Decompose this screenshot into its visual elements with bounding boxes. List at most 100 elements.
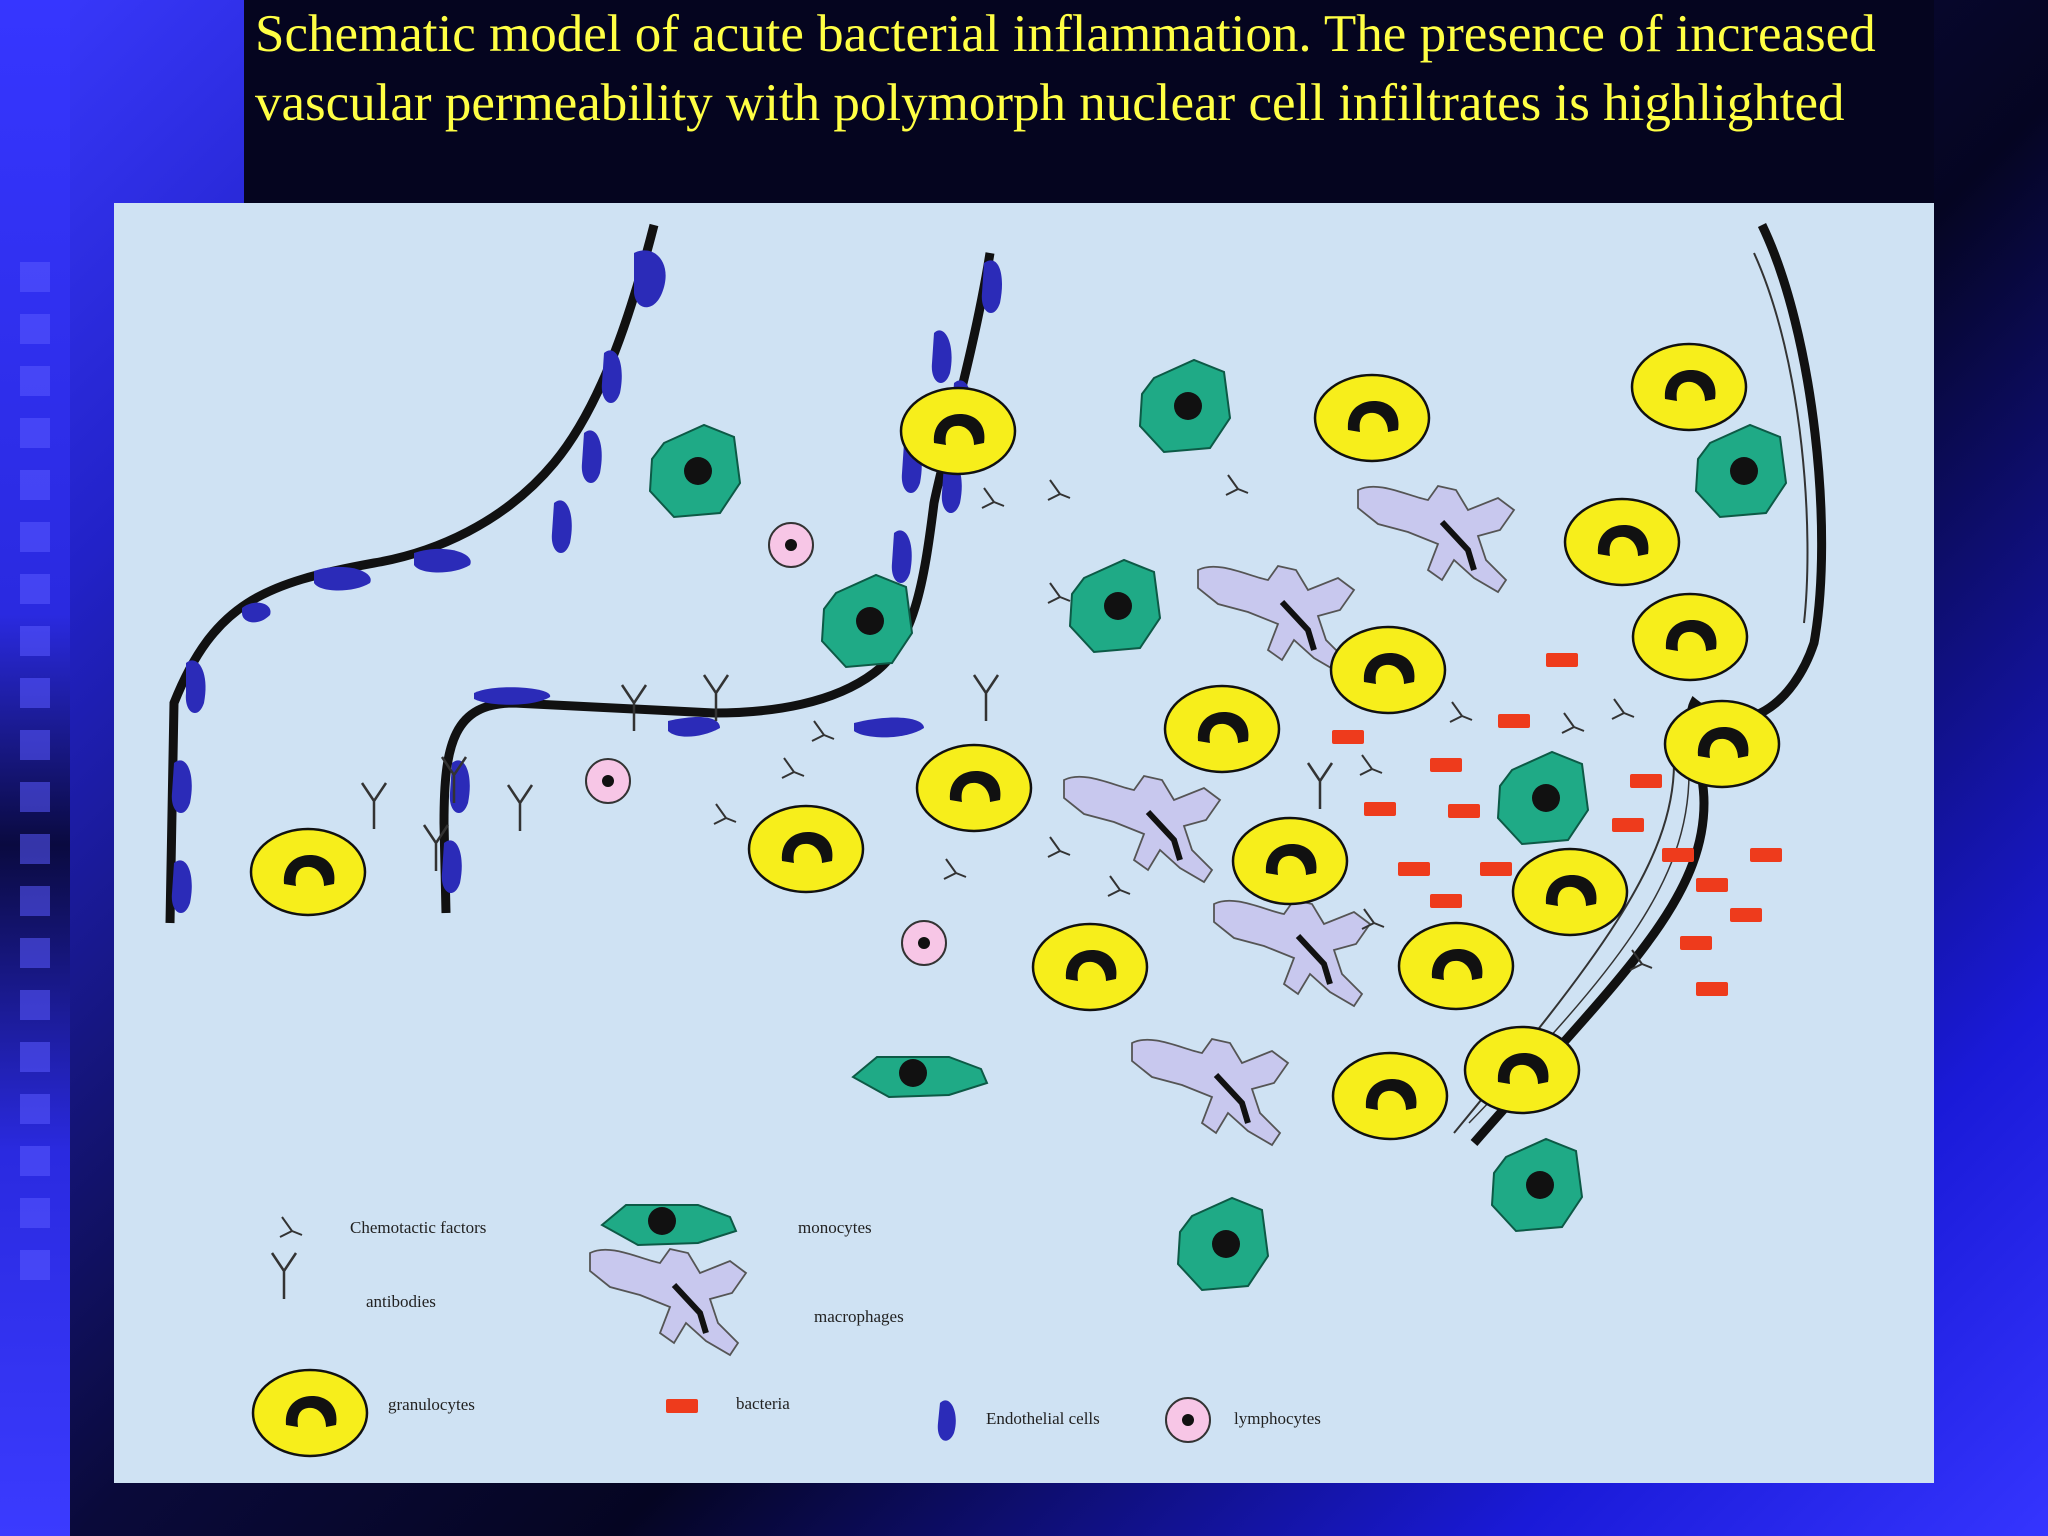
legend-monocytes-label: monocytes bbox=[798, 1218, 872, 1237]
legend-macrophage-icon bbox=[590, 1249, 746, 1355]
lymphocyte bbox=[901, 920, 947, 966]
legend-chemotactic-label: Chemotactic factors bbox=[350, 1218, 486, 1237]
granulocyte bbox=[1397, 921, 1515, 1011]
bacterium bbox=[1332, 730, 1364, 744]
decor-square bbox=[20, 574, 50, 604]
bacterium bbox=[1364, 802, 1396, 816]
decor-square bbox=[20, 366, 50, 396]
decor-square bbox=[20, 418, 50, 448]
lymphocyte bbox=[585, 758, 631, 804]
legend-bacteria-label: bacteria bbox=[736, 1394, 790, 1413]
bacterium bbox=[1696, 878, 1728, 892]
legend: Chemotactic factors antibodies granulocy… bbox=[251, 1204, 1321, 1458]
granulocyte bbox=[1031, 922, 1149, 1012]
decor-square bbox=[20, 730, 50, 760]
legend-antibody-icon bbox=[270, 1251, 298, 1301]
left-decorative-stripe bbox=[0, 0, 70, 1536]
chemotactic-factor bbox=[713, 803, 737, 825]
granulocyte bbox=[249, 827, 367, 917]
granulocyte bbox=[1630, 342, 1748, 432]
antibody bbox=[360, 781, 388, 831]
diagram-panel: Chemotactic factors antibodies granulocy… bbox=[114, 203, 1934, 1483]
monocyte bbox=[649, 424, 741, 518]
antibody bbox=[1306, 761, 1334, 811]
vessel-wall bbox=[439, 252, 995, 914]
chemotactic-factor bbox=[943, 858, 967, 880]
macrophage bbox=[1358, 486, 1514, 592]
bacterium bbox=[1398, 862, 1430, 876]
chemotactic-factor bbox=[1107, 875, 1131, 897]
decor-square bbox=[20, 1146, 50, 1176]
decor-square bbox=[20, 886, 50, 916]
decor-square bbox=[20, 1250, 50, 1280]
granulocyte bbox=[1329, 625, 1447, 715]
chemotactic-factor bbox=[1449, 701, 1473, 723]
slide-title: Schematic model of acute bacterial infla… bbox=[255, 5, 1876, 132]
monocyte bbox=[821, 574, 913, 668]
granulocyte bbox=[1313, 373, 1431, 463]
bacterium bbox=[1680, 936, 1712, 950]
granulocyte bbox=[915, 743, 1033, 833]
chemotactic-factor bbox=[1359, 754, 1383, 776]
macrophage bbox=[1132, 1039, 1288, 1145]
legend-chemotactic-icon bbox=[279, 1216, 303, 1238]
granulocyte bbox=[1231, 816, 1349, 906]
antibody bbox=[506, 783, 534, 833]
decor-square bbox=[20, 470, 50, 500]
monocyte bbox=[1139, 359, 1231, 453]
legend-granulocyte-icon bbox=[251, 1368, 369, 1458]
decor-square bbox=[20, 626, 50, 656]
vessel-inner-line bbox=[1753, 252, 1809, 624]
legend-granulocytes-label: granulocytes bbox=[388, 1395, 475, 1414]
bacterium bbox=[1430, 758, 1462, 772]
granulocyte bbox=[1511, 847, 1629, 937]
chemotactic-factor bbox=[811, 720, 835, 742]
decor-square bbox=[20, 262, 50, 292]
granulocyte bbox=[747, 804, 865, 894]
decor-square bbox=[20, 1198, 50, 1228]
legend-antibodies-label: antibodies bbox=[366, 1292, 436, 1311]
chemotactic-factor bbox=[1047, 836, 1071, 858]
bacterium bbox=[1750, 848, 1782, 862]
bacterium bbox=[1612, 818, 1644, 832]
bacterium bbox=[1430, 894, 1462, 908]
chemotactic-factor bbox=[981, 487, 1005, 509]
monocyte bbox=[1695, 424, 1787, 518]
inflammation-diagram: Chemotactic factors antibodies granulocy… bbox=[165, 223, 1827, 1458]
granulocyte bbox=[1631, 592, 1749, 682]
monocyte bbox=[1177, 1197, 1269, 1291]
chemotactic-factor bbox=[1047, 582, 1071, 604]
legend-macrophages-label: macrophages bbox=[814, 1307, 904, 1326]
title-background bbox=[244, 0, 1934, 203]
antibody bbox=[972, 673, 1000, 723]
monocyte bbox=[1069, 559, 1161, 653]
bacterium bbox=[1498, 714, 1530, 728]
monocyte bbox=[1491, 1138, 1583, 1232]
bacterium bbox=[1630, 774, 1662, 788]
decor-square bbox=[20, 314, 50, 344]
bacterium bbox=[1662, 848, 1694, 862]
bacterium bbox=[1448, 804, 1480, 818]
granulocyte bbox=[1663, 699, 1781, 789]
decor-square bbox=[20, 678, 50, 708]
decor-square bbox=[20, 522, 50, 552]
legend-lymphocyte-icon bbox=[1165, 1397, 1211, 1443]
granulocyte bbox=[899, 386, 1017, 476]
granulocyte bbox=[1463, 1025, 1581, 1115]
monocyte bbox=[1497, 751, 1589, 845]
bacterium bbox=[1546, 653, 1578, 667]
granulocyte bbox=[1163, 684, 1281, 774]
chemotactic-factor bbox=[1561, 712, 1585, 734]
legend-lymphocytes-label: lymphocytes bbox=[1234, 1409, 1321, 1428]
endothelial-cells bbox=[171, 250, 1003, 914]
decor-square bbox=[20, 990, 50, 1020]
chemotactic-factor bbox=[1047, 479, 1071, 501]
macrophage bbox=[1198, 566, 1354, 672]
macrophage bbox=[1064, 776, 1220, 882]
monocyte bbox=[852, 1056, 988, 1098]
legend-endothelial-label: Endothelial cells bbox=[986, 1409, 1100, 1428]
decor-square bbox=[20, 1094, 50, 1124]
lymphocyte bbox=[768, 522, 814, 568]
bacterium bbox=[1696, 982, 1728, 996]
decor-square bbox=[20, 938, 50, 968]
